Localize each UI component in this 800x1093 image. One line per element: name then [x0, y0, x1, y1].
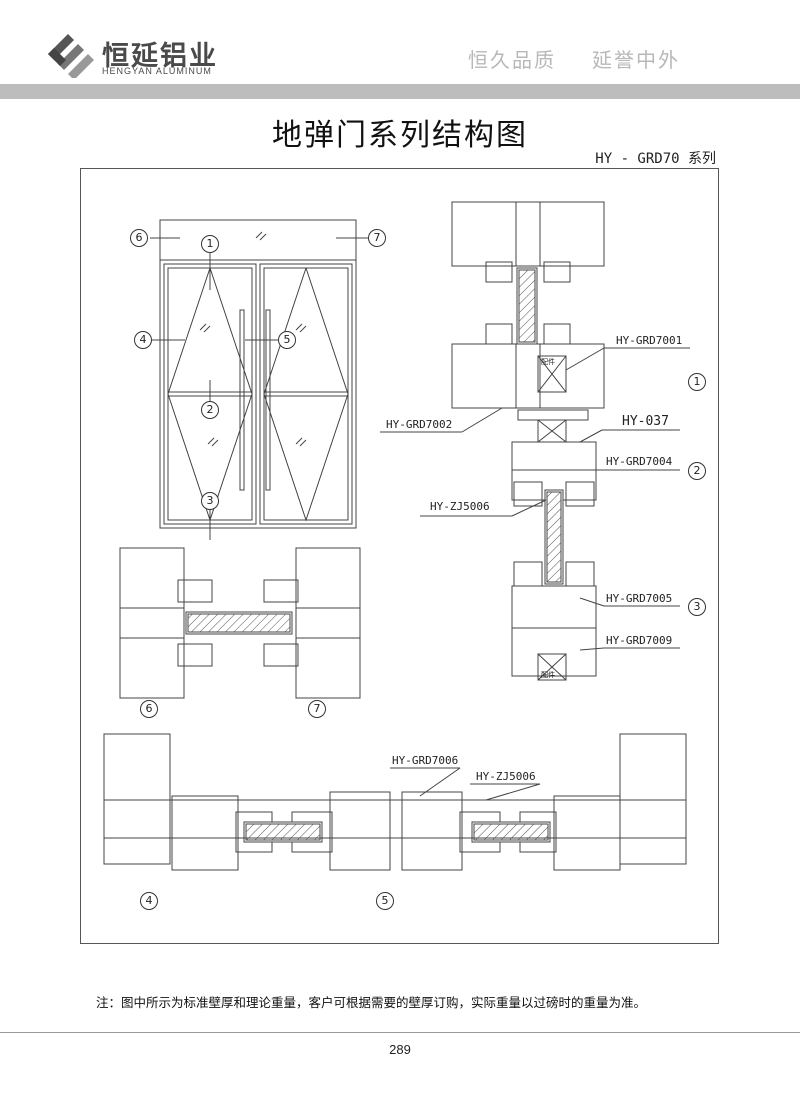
callout-3-section: 3: [688, 598, 706, 616]
fitting-label-bottom: 配件: [541, 671, 555, 679]
callout-6-section: 6: [140, 700, 158, 718]
slogan-quality: 恒久品质: [468, 48, 556, 72]
brand-name-english: HENGYAN ALUMINUM: [102, 66, 212, 76]
fitting-label: 配件: [541, 358, 555, 366]
part-label-grd7001: HY-GRD7001: [616, 334, 683, 347]
footnote: 注：图中所示为标准壁厚和理论重量，客户可根据需要的壁厚订购，实际重量以过磅时的重…: [96, 995, 647, 1010]
slogan-reputation: 延誉中外: [592, 48, 680, 72]
header-divider-bar: [0, 84, 800, 99]
callout-4: 4: [134, 331, 152, 349]
page-header: 恒延铝业 HENGYAN ALUMINUM 恒久品质 延誉中外: [0, 0, 800, 84]
callout-2-section: 2: [688, 462, 706, 480]
part-label-zj5006-bottom: HY-ZJ5006: [476, 770, 536, 783]
callout-5-section: 5: [376, 892, 394, 910]
callout-5: 5: [278, 331, 296, 349]
section-4-5: [103, 733, 687, 871]
part-label-037: HY-037: [622, 414, 669, 429]
callout-4-section: 4: [140, 892, 158, 910]
part-label-grd7006: HY-GRD7006: [392, 754, 459, 767]
series-label: HY - GRD70 系列: [595, 151, 716, 167]
company-logo-icon: [48, 34, 94, 78]
part-label-zj5006: HY-ZJ5006: [430, 500, 490, 513]
part-label-grd7004: HY-GRD7004: [606, 455, 673, 468]
drawing-frame: [80, 168, 719, 944]
callout-7: 7: [368, 229, 386, 247]
callout-3: 3: [201, 492, 219, 510]
section-6-7: [119, 547, 361, 699]
vertical-section: [380, 201, 690, 681]
page-number: 289: [389, 1042, 411, 1057]
part-label-grd7009: HY-GRD7009: [606, 634, 673, 647]
part-label-grd7002: HY-GRD7002: [386, 418, 453, 431]
callout-6: 6: [130, 229, 148, 247]
footer-divider: [0, 1032, 800, 1033]
door-elevation: [150, 219, 368, 540]
part-label-grd7005: HY-GRD7005: [606, 592, 673, 605]
page-title: 地弹门系列结构图: [272, 118, 528, 153]
callout-1-section: 1: [688, 373, 706, 391]
brand-name: 恒延铝业: [102, 41, 218, 72]
callout-7-section: 7: [308, 700, 326, 718]
callout-1: 1: [201, 235, 219, 253]
callout-2: 2: [201, 401, 219, 419]
